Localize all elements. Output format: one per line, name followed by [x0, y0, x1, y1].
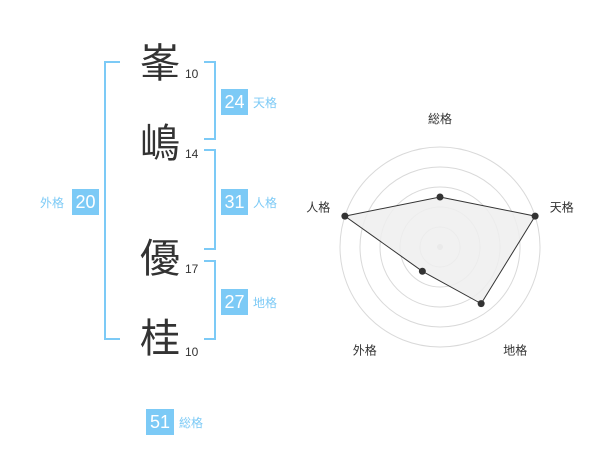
- chikaku-bracket: [204, 260, 216, 340]
- radar-axis-label-2: 天格: [550, 199, 574, 214]
- radar-grid-ring: [359, 166, 521, 328]
- radar-axis-label-1: 総格: [428, 111, 452, 126]
- stroke-count-3: 17: [185, 262, 199, 276]
- name-char-3: 優: [140, 236, 180, 282]
- radar-point-3: [477, 300, 485, 308]
- soukaku-value: 51: [146, 409, 174, 435]
- gaikaku-value: 20: [72, 189, 99, 215]
- radar-grid-ring: [339, 146, 541, 348]
- jinkaku-value: 31: [221, 189, 248, 215]
- jinkaku-bracket: [204, 149, 216, 250]
- chikaku-label: 地格: [253, 296, 278, 310]
- gaikaku-bracket: [104, 61, 120, 340]
- radar-axis-label-4: 外格: [353, 343, 377, 358]
- tenkaku-label: 天格: [253, 96, 278, 110]
- name-char-4: 桂: [140, 316, 180, 362]
- name-char-1: 峯: [140, 41, 180, 87]
- radar-point-4: [418, 267, 426, 275]
- radar-axis-label-5: 人格: [306, 199, 330, 214]
- name-char-2: 嶋: [140, 121, 180, 167]
- radar-point-1: [436, 193, 444, 201]
- jinkaku-label: 人格: [253, 196, 278, 210]
- radar-point-2: [531, 212, 539, 220]
- gaikaku-label: 外格: [40, 196, 65, 210]
- stroke-count-2: 14: [185, 147, 199, 161]
- stroke-count-1: 10: [185, 67, 199, 81]
- radar-series-polygon: [343, 196, 536, 305]
- tenkaku-bracket: [204, 61, 216, 140]
- radar-axis-label-3: 地格: [503, 343, 527, 358]
- radar-point-5: [341, 212, 349, 220]
- soukaku-label: 総格: [179, 416, 204, 430]
- stroke-count-4: 10: [185, 345, 199, 359]
- radar-series: [341, 193, 539, 308]
- chikaku-value: 27: [221, 289, 248, 315]
- tenkaku-value: 24: [221, 89, 248, 115]
